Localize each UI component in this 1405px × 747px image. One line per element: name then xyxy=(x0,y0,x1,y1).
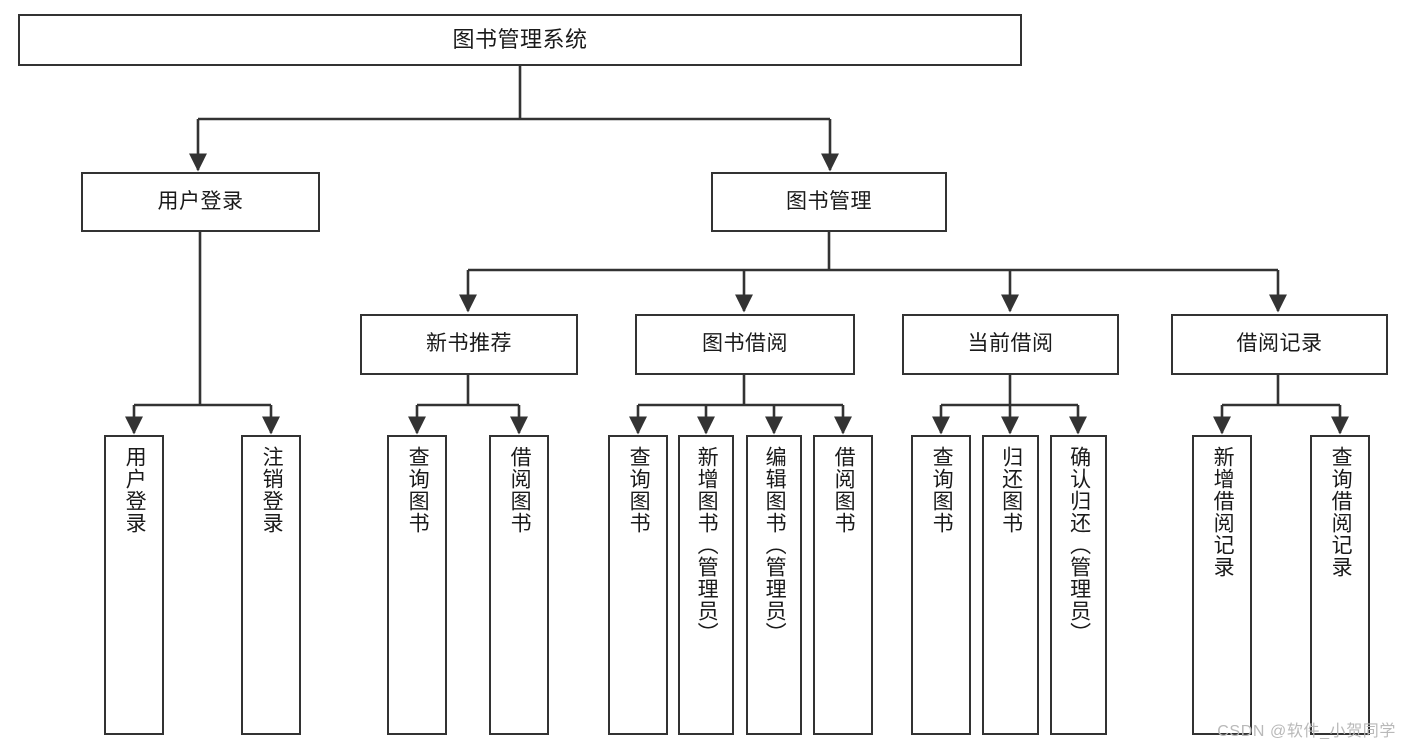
node-leaf-return-book-label: 归还图书 xyxy=(999,446,1023,534)
node-leaf-query-book-1[interactable]: 查询图书 xyxy=(387,435,447,735)
node-root-label: 图书管理系统 xyxy=(452,27,588,53)
node-leaf-edit-book-label: 编辑图书（管理员） xyxy=(763,446,787,644)
node-book-manage[interactable]: 图书管理 xyxy=(711,172,947,232)
node-leaf-query-record[interactable]: 查询借阅记录 xyxy=(1310,435,1370,735)
node-borrow-record-label: 借阅记录 xyxy=(1236,332,1323,356)
node-book-borrow[interactable]: 图书借阅 xyxy=(635,314,855,375)
node-leaf-query-book-2-label: 查询图书 xyxy=(627,446,651,534)
node-leaf-return-book[interactable]: 归还图书 xyxy=(982,435,1039,735)
node-leaf-logout-label: 注销登录 xyxy=(260,446,284,534)
node-root[interactable]: 图书管理系统 xyxy=(18,14,1022,66)
node-leaf-query-book-2[interactable]: 查询图书 xyxy=(608,435,668,735)
node-leaf-query-book-3-label: 查询图书 xyxy=(930,446,954,534)
node-leaf-logout[interactable]: 注销登录 xyxy=(241,435,301,735)
node-borrow-record[interactable]: 借阅记录 xyxy=(1171,314,1388,375)
csdn-watermark: CSDN @软件_小贺同学 xyxy=(1217,723,1396,740)
node-book-borrow-label: 图书借阅 xyxy=(702,332,788,356)
node-leaf-borrow-book-1[interactable]: 借阅图书 xyxy=(489,435,549,735)
node-book-manage-label: 图书管理 xyxy=(786,189,872,213)
node-leaf-confirm-return[interactable]: 确认归还（管理员） xyxy=(1050,435,1107,735)
node-leaf-borrow-book-2[interactable]: 借阅图书 xyxy=(813,435,873,735)
node-current-borrow[interactable]: 当前借阅 xyxy=(902,314,1119,375)
node-current-borrow-label: 当前借阅 xyxy=(967,332,1054,356)
node-leaf-borrow-book-2-label: 借阅图书 xyxy=(832,446,856,534)
node-leaf-add-record[interactable]: 新增借阅记录 xyxy=(1192,435,1252,735)
node-new-book-rec[interactable]: 新书推荐 xyxy=(360,314,578,375)
node-leaf-edit-book[interactable]: 编辑图书（管理员） xyxy=(746,435,802,735)
node-user-login-label: 用户登录 xyxy=(157,189,244,213)
node-leaf-query-record-label: 查询借阅记录 xyxy=(1329,446,1353,578)
node-leaf-add-book-label: 新增图书（管理员） xyxy=(695,446,719,644)
node-user-login[interactable]: 用户登录 xyxy=(81,172,320,232)
node-leaf-user-login-label: 用户登录 xyxy=(123,446,147,534)
node-leaf-add-book[interactable]: 新增图书（管理员） xyxy=(678,435,734,735)
node-leaf-user-login[interactable]: 用户登录 xyxy=(104,435,164,735)
node-new-book-rec-label: 新书推荐 xyxy=(426,332,512,356)
node-leaf-query-book-1-label: 查询图书 xyxy=(406,446,430,534)
node-leaf-add-record-label: 新增借阅记录 xyxy=(1211,446,1235,578)
node-leaf-query-book-3[interactable]: 查询图书 xyxy=(911,435,971,735)
node-leaf-confirm-return-label: 确认归还（管理员） xyxy=(1067,446,1091,644)
node-leaf-borrow-book-1-label: 借阅图书 xyxy=(508,446,532,534)
